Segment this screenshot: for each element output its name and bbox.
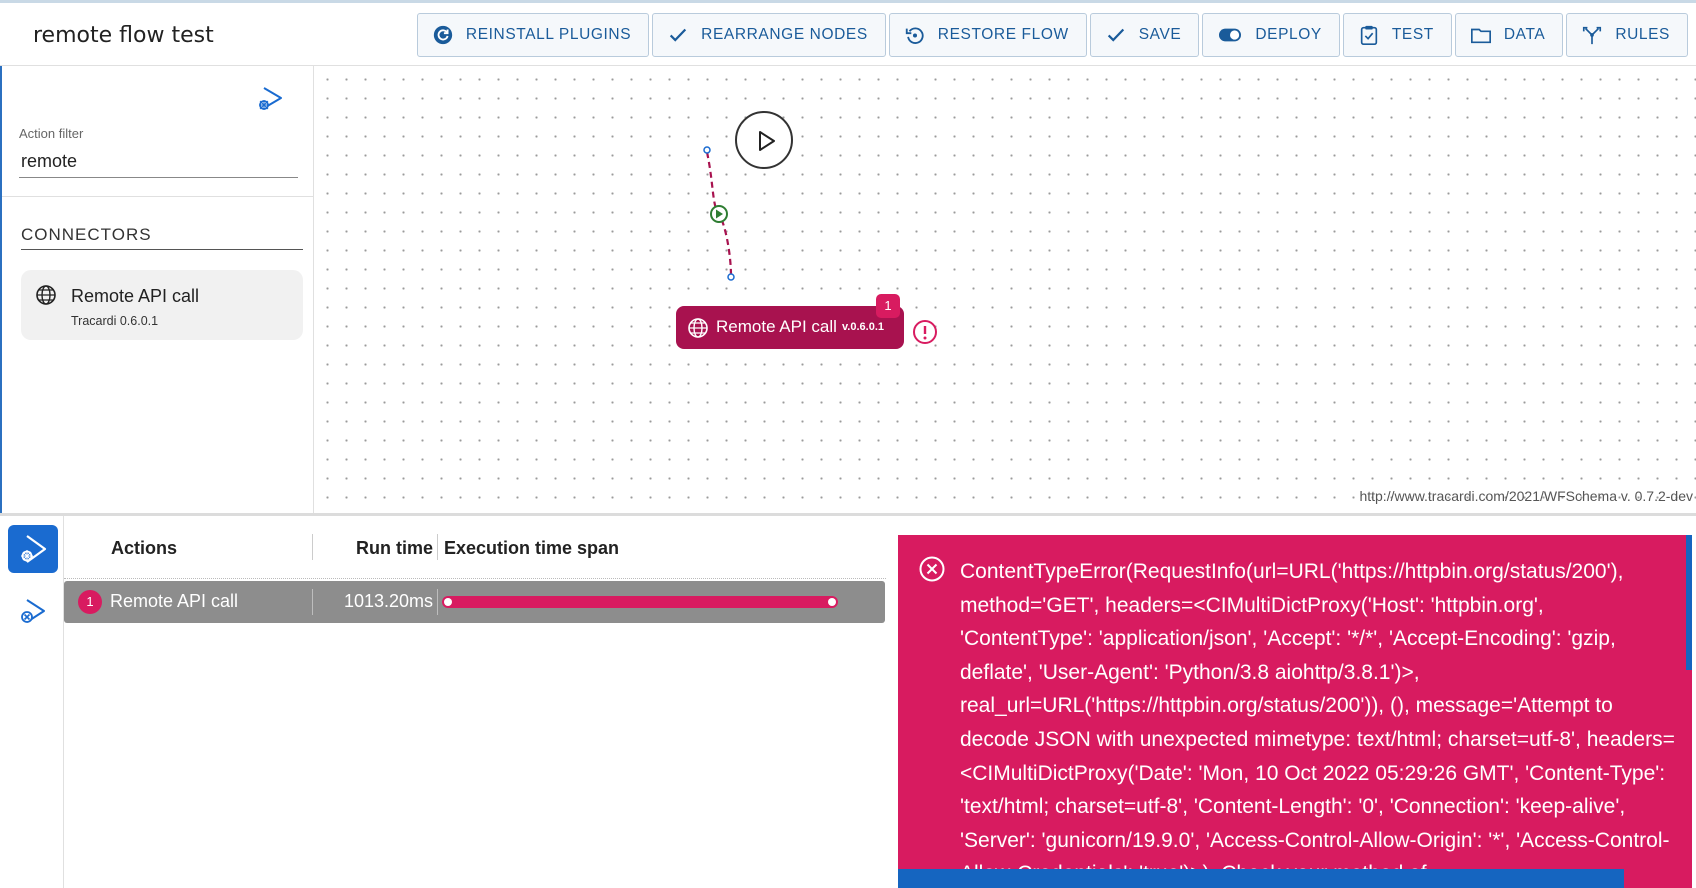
clear-debug-icon[interactable] xyxy=(18,596,48,626)
reinstall-plugins-label: REINSTALL PLUGINS xyxy=(465,26,632,43)
start-node[interactable] xyxy=(735,111,793,169)
flow-edges xyxy=(703,146,735,281)
refresh-icon xyxy=(432,24,454,46)
check-icon xyxy=(667,24,689,46)
start-output-port xyxy=(703,146,711,154)
execution-time-span-bar xyxy=(442,596,838,608)
col-actions: Actions xyxy=(111,538,178,558)
row-index-badge: 1 xyxy=(78,590,102,614)
action-filter-label: Action filter xyxy=(19,126,84,141)
row-action-name: Remote API call xyxy=(110,591,239,611)
data-button[interactable]: DATA xyxy=(1454,13,1564,57)
rules-icon xyxy=(1581,24,1603,46)
column-divider xyxy=(437,534,438,560)
test-label: TEST xyxy=(1391,26,1434,43)
rules-label: RULES xyxy=(1615,26,1670,43)
schema-version: http://www.tracardi.com/2021/WFSchema v.… xyxy=(1359,488,1693,504)
node-input-port xyxy=(727,273,735,281)
clipboard-check-icon xyxy=(1358,24,1380,46)
horizontal-scrollbar[interactable] xyxy=(898,869,1624,888)
connector-remote-api-call[interactable]: Remote API call Tracardi 0.6.0.1 xyxy=(21,270,303,340)
restore-flow-label: RESTORE FLOW xyxy=(937,26,1069,43)
globe-icon xyxy=(35,284,57,306)
col-execution-time-span: Execution time span xyxy=(444,538,620,558)
deploy-label: DEPLOY xyxy=(1255,26,1322,43)
connectors-heading: CONNECTORS xyxy=(21,225,303,250)
rearrange-nodes-label: REARRANGE NODES xyxy=(701,26,868,43)
toolbar: REINSTALL PLUGINS REARRANGE NODES RESTOR… xyxy=(416,13,1688,57)
action-sidebar: Action filter CONNECTORS Remote API call… xyxy=(0,66,314,513)
error-circle-icon xyxy=(918,555,946,583)
execution-time-span-track xyxy=(442,596,868,608)
col-run-time: Run time xyxy=(355,538,433,558)
folder-icon xyxy=(1470,24,1492,46)
span-start-dot xyxy=(444,598,452,606)
rearrange-nodes-button[interactable]: REARRANGE NODES xyxy=(652,13,886,57)
connector-name: Remote API call xyxy=(71,286,200,306)
remote-api-call-node[interactable]: Remote API call v.0.6.0.1 xyxy=(676,306,904,349)
column-divider xyxy=(312,589,313,615)
vertical-scrollbar[interactable] xyxy=(1686,535,1692,670)
header-underline xyxy=(64,578,886,579)
debug-toolbar xyxy=(2,516,64,888)
flow-title: remote flow test xyxy=(33,23,214,48)
debug-flow-icon xyxy=(21,535,47,563)
save-button[interactable]: SAVE xyxy=(1089,13,1200,57)
debug-flow-icon[interactable] xyxy=(255,84,285,114)
restore-flow-button[interactable]: RESTORE FLOW xyxy=(888,13,1087,57)
edge-play-glyph xyxy=(716,209,723,219)
toggle-icon xyxy=(1217,24,1243,46)
column-divider xyxy=(312,534,313,560)
flow-canvas[interactable]: Remote API call v.0.6.0.1 1 http://www.t… xyxy=(314,66,1696,513)
reinstall-plugins-button[interactable]: REINSTALL PLUGINS xyxy=(416,13,650,57)
node-run-badge: 1 xyxy=(876,294,900,318)
globe-icon xyxy=(687,317,709,339)
actions-table: Actions Run time Execution time span 1 R… xyxy=(64,516,886,623)
debug-button[interactable] xyxy=(8,525,58,573)
data-label: DATA xyxy=(1503,26,1546,43)
sidebar-divider xyxy=(2,196,314,197)
column-divider xyxy=(437,589,438,615)
play-icon xyxy=(759,131,775,151)
debug-panel: Actions Run time Execution time span 1 R… xyxy=(0,513,1696,888)
action-filter-input[interactable] xyxy=(19,146,298,178)
error-message: ContentTypeError(RequestInfo(url=URL('ht… xyxy=(960,560,1675,885)
restore-icon xyxy=(904,24,926,46)
row-run-time: 1013.20ms xyxy=(343,591,433,611)
table-row[interactable]: 1 Remote API call 1013.20ms xyxy=(64,581,885,623)
top-bar: remote flow test REINSTALL PLUGINS REARR… xyxy=(0,0,1696,66)
warning-icon[interactable] xyxy=(912,319,938,345)
check-icon xyxy=(1105,24,1127,46)
save-label: SAVE xyxy=(1138,26,1182,43)
node-version: v.0.6.0.1 xyxy=(842,321,884,333)
span-end-dot xyxy=(828,598,836,606)
rules-button[interactable]: RULES xyxy=(1566,13,1688,57)
node-label: Remote API call xyxy=(716,317,837,336)
deploy-button[interactable]: DEPLOY xyxy=(1202,13,1340,57)
test-button[interactable]: TEST xyxy=(1342,13,1452,57)
error-message-panel: ContentTypeError(RequestInfo(url=URL('ht… xyxy=(898,535,1692,888)
connector-subtitle: Tracardi 0.6.0.1 xyxy=(71,314,159,328)
